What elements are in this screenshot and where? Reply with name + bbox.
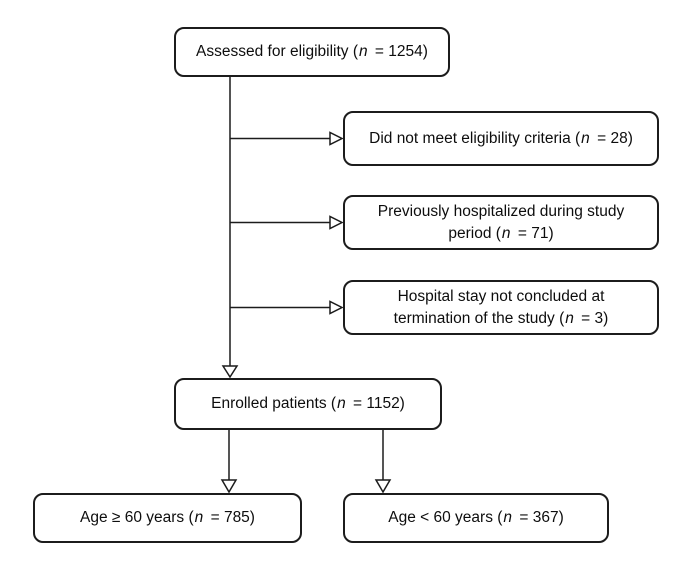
label-n-italic: n bbox=[565, 309, 574, 327]
branch-not-eligible-arrowhead-right-icon bbox=[329, 131, 344, 146]
node-stay-not-concluded: Hospital stay not concluded at terminati… bbox=[343, 280, 659, 335]
label-n-italic: n bbox=[337, 395, 346, 413]
age-ge-60-arrowhead-down-icon bbox=[220, 479, 238, 494]
node-age-lt-60-years: Age < 60 years (n = 367) bbox=[343, 493, 609, 543]
branch-prev-hospitalized-arrowhead-right-icon bbox=[329, 215, 344, 230]
age-lt-60-arrowhead-down-icon bbox=[374, 479, 392, 494]
node-label: Hospital stay not concluded at terminati… bbox=[365, 286, 637, 329]
label-text: Previously hospitalized during study per… bbox=[377, 203, 625, 242]
node-label: Did not meet eligibility criteria (n = 2… bbox=[369, 128, 633, 149]
node-did-not-meet-eligibility: Did not meet eligibility criteria (n = 2… bbox=[343, 111, 659, 166]
node-age-ge-60-years: Age ≥ 60 years (n = 785) bbox=[33, 493, 302, 543]
label-text: Hospital stay not concluded at terminati… bbox=[393, 288, 605, 327]
label-text: = 28) bbox=[592, 129, 633, 147]
label-text: = 71) bbox=[513, 224, 554, 242]
label-text: = 3) bbox=[576, 309, 609, 327]
branch-stay-not-concluded-arrowhead-right-icon bbox=[329, 300, 344, 315]
node-label: Age ≥ 60 years (n = 785) bbox=[80, 507, 255, 528]
label-n-italic: n bbox=[194, 509, 204, 527]
node-enrolled-patients: Enrolled patients (n = 1152) bbox=[174, 378, 442, 430]
label-text: Assessed for eligibility ( bbox=[196, 43, 358, 61]
label-text: = 1152) bbox=[348, 395, 405, 413]
node-assessed-for-eligibility: Assessed for eligibility (n = 1254) bbox=[174, 27, 450, 77]
node-label: Assessed for eligibility (n = 1254) bbox=[196, 41, 428, 62]
label-text: Enrolled patients ( bbox=[211, 395, 337, 413]
label-text: Age ≥ 60 years ( bbox=[80, 509, 194, 527]
label-text: Did not meet eligibility criteria ( bbox=[369, 129, 581, 147]
label-n-italic: n bbox=[359, 43, 368, 61]
label-n-italic: n bbox=[581, 129, 590, 147]
label-text: = 785) bbox=[206, 509, 255, 527]
node-label: Age < 60 years (n = 367) bbox=[388, 507, 563, 528]
label-text: = 1254) bbox=[370, 43, 428, 61]
label-text: Age < 60 years ( bbox=[388, 509, 503, 527]
label-text: = 367) bbox=[515, 509, 564, 527]
label-n-italic: n bbox=[501, 224, 511, 242]
node-label: Enrolled patients (n = 1152) bbox=[211, 393, 405, 414]
spine-arrowhead-down-icon bbox=[221, 365, 239, 379]
node-label: Previously hospitalized during study per… bbox=[365, 201, 637, 244]
label-n-italic: n bbox=[503, 509, 513, 527]
node-previously-hospitalized: Previously hospitalized during study per… bbox=[343, 195, 659, 250]
